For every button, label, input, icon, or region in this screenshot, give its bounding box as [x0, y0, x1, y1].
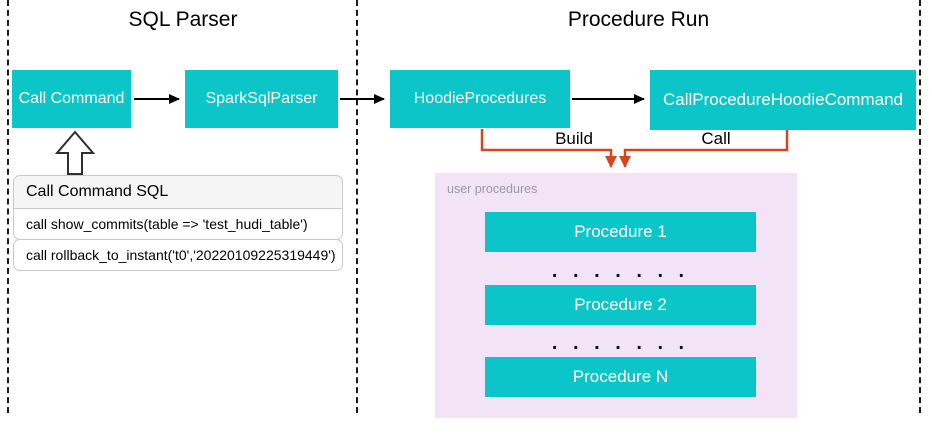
procedure-2-node: Procedure 2 — [485, 285, 756, 325]
sql-panel: Call Command SQL call show_commits(table… — [13, 175, 343, 271]
ellipsis-dots: . . . . . . . — [551, 260, 690, 282]
sql-parser-section-title: SQL Parser — [128, 8, 238, 31]
procedure-run-section-title: Procedure Run — [567, 8, 710, 31]
sql-row-rollback: call rollback_to_instant('t0','202201092… — [13, 239, 343, 271]
up-arrow-icon — [54, 130, 96, 175]
user-procedures-panel: user procedures Procedure 1 . . . . . . … — [435, 173, 797, 418]
ellipsis-dots: . . . . . . . — [551, 332, 690, 354]
call-command-node: Call Command — [12, 70, 131, 128]
call-procedure-hoodie-command-node: CallProcedureHoodieCommand — [650, 70, 916, 130]
sql-row-show-commits: call show_commits(table => 'test_hudi_ta… — [13, 208, 343, 240]
section-divider-left — [7, 0, 9, 413]
user-procedures-label: user procedures — [447, 182, 538, 196]
spark-sql-parser-node: SparkSqlParser — [185, 70, 338, 128]
hoodie-procedures-node: HoodieProcedures — [390, 70, 570, 128]
procedure-1-node: Procedure 1 — [485, 212, 756, 252]
call-edge-label: Call — [701, 129, 731, 148]
section-divider-middle — [356, 0, 358, 413]
sql-panel-header: Call Command SQL — [13, 175, 343, 209]
build-edge-label: Build — [555, 129, 593, 148]
section-divider-right — [919, 0, 921, 413]
procedure-n-node: Procedure N — [485, 357, 756, 397]
